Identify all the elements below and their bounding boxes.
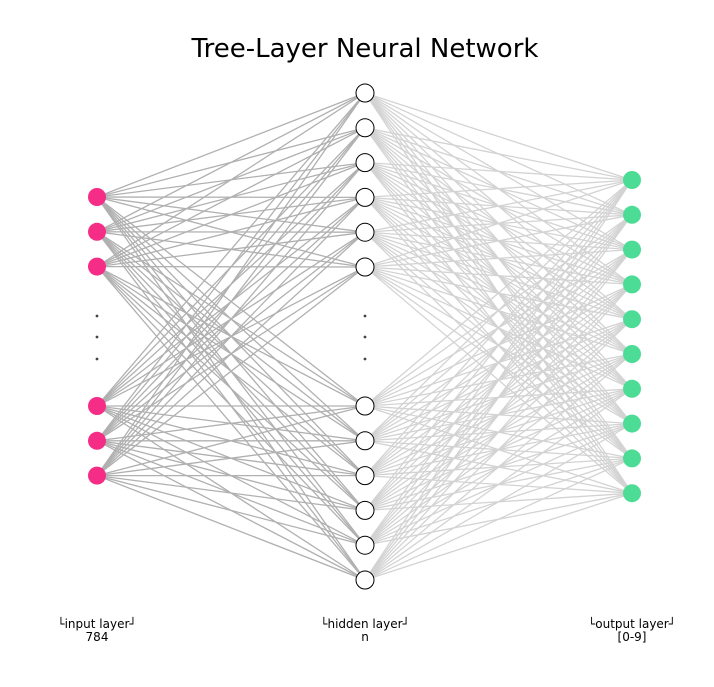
hidden-output-edge <box>364 179 633 233</box>
diagram-title: Tree-Layer Neural Network <box>191 34 539 64</box>
input-hidden-edge <box>96 92 366 476</box>
input-neuron <box>88 431 106 450</box>
hidden-output-edge <box>364 127 633 181</box>
connections <box>96 92 633 581</box>
hidden-output-edge <box>364 179 633 442</box>
hidden-output-edge <box>364 179 633 511</box>
input-neuron <box>88 397 106 415</box>
output-neuron <box>623 275 641 294</box>
hidden-neuron <box>355 153 375 173</box>
input-hidden-edge <box>96 474 366 512</box>
ellipsis-dots <box>95 314 367 361</box>
hidden-ellipsis-dot <box>363 357 367 361</box>
input-hidden-edge <box>96 92 366 442</box>
input-layer-label: └input layer┘ <box>57 616 136 631</box>
hidden-output-edge <box>364 423 633 581</box>
input-hidden-edge <box>96 474 366 581</box>
output-neuron <box>623 345 641 363</box>
hidden-neuron <box>355 83 375 103</box>
input-neuron <box>88 188 106 206</box>
hidden-ellipsis-dot <box>363 335 367 339</box>
input-hidden-edge <box>96 92 366 407</box>
input-hidden-edge <box>96 92 366 198</box>
input-ellipsis-dot <box>95 314 99 318</box>
hidden-output-edge <box>364 179 633 477</box>
input-hidden-edge <box>96 196 366 477</box>
hidden-neuron <box>355 500 375 520</box>
output-neuron <box>623 449 641 468</box>
input-hidden-edge <box>96 231 366 477</box>
hidden-layer-size: n <box>361 630 369 644</box>
output-neuron <box>623 484 641 503</box>
hidden-neuron <box>355 535 375 555</box>
input-neuron <box>88 222 106 241</box>
input-hidden-edge <box>96 405 366 477</box>
hidden-output-edge <box>364 492 633 581</box>
output-layer-label: └output layer┘ <box>588 616 676 631</box>
neurons <box>88 83 641 590</box>
hidden-ellipsis-dot <box>363 314 367 318</box>
input-hidden-edge <box>96 92 366 268</box>
hidden-output-edge <box>364 179 633 546</box>
hidden-output-edge <box>364 457 633 581</box>
hidden-output-edge <box>364 161 633 181</box>
hidden-output-edge <box>364 214 633 581</box>
output-neuron <box>623 171 641 189</box>
output-neuron <box>623 205 641 224</box>
input-hidden-edge <box>96 127 366 476</box>
input-hidden-edge <box>96 161 366 268</box>
hidden-output-edge <box>364 92 633 181</box>
hidden-output-edge <box>364 249 633 581</box>
input-neuron <box>88 257 106 276</box>
output-layer-size: [0-9] <box>618 630 647 644</box>
output-neuron <box>623 310 641 329</box>
input-hidden-edge <box>96 474 366 546</box>
hidden-output-edge <box>364 283 633 581</box>
hidden-neuron <box>355 396 375 416</box>
input-hidden-edge <box>96 440 366 477</box>
output-neuron <box>623 379 641 398</box>
hidden-neuron <box>355 257 375 277</box>
output-neuron <box>623 414 641 433</box>
input-ellipsis-dot <box>95 335 99 339</box>
hidden-neuron <box>355 118 375 138</box>
hidden-neuron <box>355 431 375 451</box>
hidden-neuron <box>355 222 375 242</box>
input-hidden-edge <box>96 266 366 477</box>
hidden-neuron <box>355 187 375 207</box>
hidden-neuron <box>355 570 375 590</box>
input-hidden-edge <box>96 162 366 477</box>
output-neuron <box>623 240 641 259</box>
hidden-layer-label: └hidden layer┘ <box>320 616 410 631</box>
input-hidden-edge <box>96 92 366 233</box>
input-neuron <box>88 466 106 485</box>
hidden-neuron <box>355 466 375 486</box>
input-layer-size: 784 <box>86 630 109 644</box>
hidden-output-edge <box>364 179 633 268</box>
hidden-output-edge <box>364 318 633 581</box>
hidden-output-edge <box>364 179 633 581</box>
input-ellipsis-dot <box>95 357 99 361</box>
hidden-output-edge <box>364 388 633 581</box>
hidden-output-edge <box>364 353 633 581</box>
hidden-output-edge <box>364 179 633 199</box>
hidden-output-edge <box>364 179 633 407</box>
